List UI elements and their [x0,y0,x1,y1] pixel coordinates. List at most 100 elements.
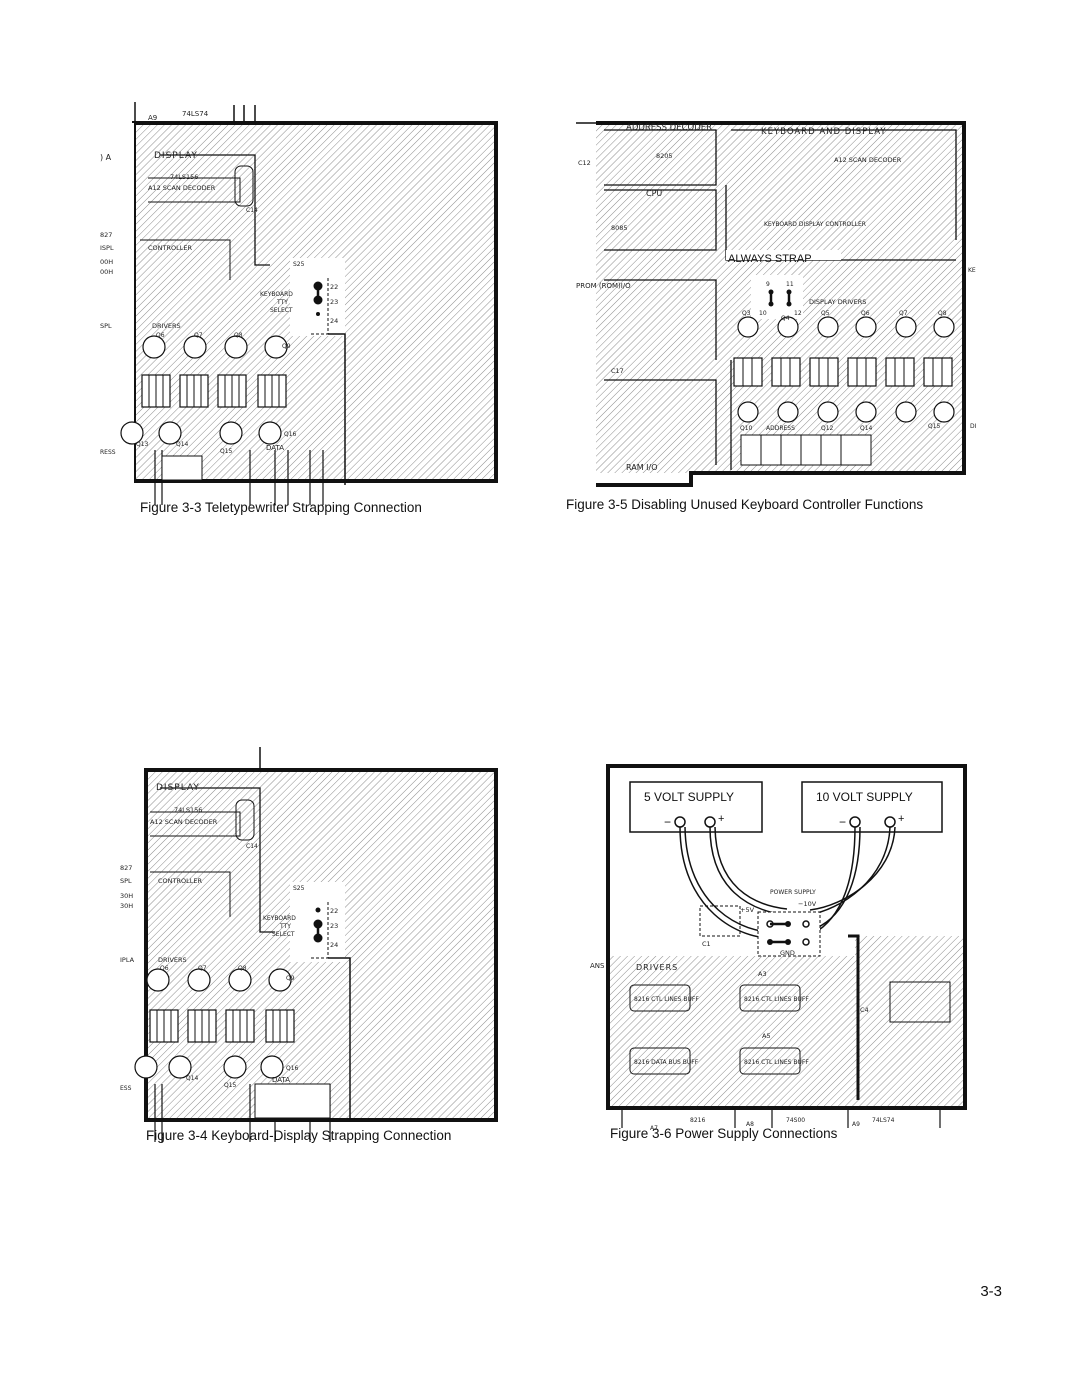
label-5v-minus: − [664,815,671,829]
driver-transistors [142,335,288,359]
label-q7: Q7 [194,332,203,339]
figure-3-3: A9 74LS74 ) A DISPLAY 74LS156 A12 SCAN D… [100,90,510,515]
label-keyboard: KEYBOARD [263,915,296,922]
label-q6: Q6 [156,332,165,339]
label-scan-decoder: A12 SCAN DECODER [148,184,216,192]
label-bottom-8216: 8216 [690,1117,705,1124]
figure-3-5-caption: Figure 3-5 Disabling Unused Keyboard Con… [566,497,924,512]
edge-label-di: DI [970,423,977,430]
label-pin-23: 23 [330,922,338,930]
five-volt-supply-box [629,781,763,833]
figure-3-6-drawing: 5 VOLT SUPPLY 10 VOLT SUPPLY − + − + POW… [590,764,967,1132]
label-top-chip: 74LS74 [182,110,209,118]
label-select: SELECT [270,307,293,314]
label-pin-11: 11 [786,281,794,288]
label-keyboard: KEYBOARD [260,291,293,298]
figure-3-3-caption: Figure 3-3 Teletypewriter Strapping Conn… [140,500,422,515]
label-controller: CONTROLLER [158,877,202,885]
ten-volt-supply-box [801,781,943,833]
edge-label-spl: SPL [100,322,112,330]
label-10-volt-supply: 10 VOLT SUPPLY [816,790,913,804]
label-minus-10v: −10V [798,900,817,908]
label-a9: A9 [148,114,157,122]
label-a5: A5 [762,1032,771,1040]
label-10v-plus: + [898,813,904,825]
page-number: 3-3 [980,1283,1002,1300]
label-5-volt-supply: 5 VOLT SUPPLY [644,790,734,804]
edge-label-30h-2: 30H [120,902,133,910]
label-8205: 8205 [656,152,673,160]
label-pin-24: 24 [330,941,338,949]
edge-label-spl: SPL [120,877,132,885]
label-drivers: DRIVERS [158,956,187,964]
edge-label-ke: KE [968,267,976,274]
label-a3: A3 [758,970,767,978]
label-q16: Q16 [284,431,297,438]
label-c1: C1 [702,940,711,948]
label-pin-9: 9 [766,281,770,288]
label-select: SELECT [272,931,295,938]
label-s25: S25 [293,885,305,892]
label-bottom-a8: A8 [746,1121,754,1128]
label-q5: Q5 [821,310,830,317]
label-power-supply: POWER SUPPLY [770,889,816,896]
edge-label-ress: RESS [100,449,116,456]
figure-3-4-drawing: DISPLAY 74LS156 A12 SCAN DECODER C14 827… [120,747,498,1142]
edge-label-30h-1: 30H [120,892,133,900]
label-c4: C4 [860,1006,869,1014]
label-display: DISPLAY [154,151,198,161]
label-pin-12: 12 [794,310,802,317]
label-q6: Q6 [861,310,870,317]
label-address-decoder: ADDRESS DECODER [626,123,712,133]
label-q9: Q9 [282,343,291,350]
label-tty: TTY [279,923,291,930]
label-q14: Q14 [860,425,873,432]
label-drivers: DRIVERS [152,322,181,330]
label-q15: Q15 [928,423,941,430]
figure-3-5: ADDRESS DECODER KEYBOARD AND DISPLAY 820… [566,90,996,512]
label-scan-chip: 74LS156 [170,173,198,181]
label-q8: Q8 [238,965,247,972]
label-bottom-74ls74: 74LS74 [872,1117,895,1124]
label-plus-5v: +5V [740,906,755,914]
label-data: DATA [266,444,284,452]
label-c12: C12 [578,159,591,167]
label-pin-23: 23 [330,298,338,306]
figure-3-3-drawing: A9 74LS74 ) A DISPLAY 74LS156 A12 SCAN D… [100,102,498,505]
edge-label-ess: ESS [120,1085,132,1092]
label-q14: Q14 [176,441,189,448]
label-a12: A12 SCAN DECODER [834,156,902,164]
label-q10: Q10 [740,425,753,432]
label-q8: Q8 [938,310,947,317]
label-c17: C17 [611,367,624,375]
figure-3-4: DISPLAY 74LS156 A12 SCAN DECODER C14 827… [100,742,510,1162]
label-bottom-74s00: 74S00 [786,1117,805,1124]
board-outline [144,768,498,1122]
label-q6: Q6 [160,965,169,972]
edge-label-ipl: IPLA [120,956,135,964]
label-q7: Q7 [899,310,908,317]
edge-label-827: 827 [120,864,132,872]
label-buffer-2: 8216 CTL LINES BUFF [744,996,809,1003]
label-tty: TTY [276,299,288,306]
label-ram-io: RAM I/O [626,463,658,472]
label-always-strap: ALWAYS STRAP [728,253,812,265]
figure-3-6-caption: Figure 3-6 Power Supply Connections [610,1126,838,1141]
label-s25: S25 [293,261,305,268]
figure-3-4-caption: Figure 3-4 Keyboard-Display Strapping Co… [146,1128,452,1143]
label-gnd: GND [780,949,795,957]
label-controller: CONTROLLER [148,244,192,252]
label-buffer-4: 8216 CTL LINES BUFF [744,1059,809,1066]
label-bottom-a9: A9 [852,1121,860,1128]
label-q4: Q4 [781,315,790,322]
label-rom-io: PROM (ROM)I/O [576,282,631,290]
edge-label-ans: ANS [590,962,605,970]
edge-label-ispl: ISPL [100,244,114,252]
edge-label-d: ) A [100,153,112,162]
edge-label-827: 827 [100,231,112,239]
label-buffer-1: 8216 CTL LINES BUFF [634,996,699,1003]
board-outline [596,121,966,487]
label-a7: A7 [650,1125,658,1132]
label-q7: Q7 [198,965,207,972]
label-scan-chip: 74LS156 [174,806,202,814]
